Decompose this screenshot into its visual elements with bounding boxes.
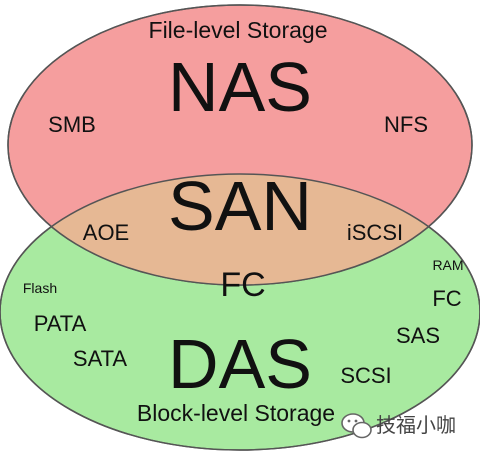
nas-title: NAS <box>168 48 312 126</box>
das-protocol-sas: SAS <box>396 323 440 348</box>
wechat-icon <box>341 413 372 439</box>
san-protocol-fc: FC <box>220 266 265 304</box>
nas-caption: File-level Storage <box>149 17 328 43</box>
san-overlap-region <box>8 174 472 285</box>
nas-protocol-smb: SMB <box>48 112 96 137</box>
das-protocol-ram: RAM <box>432 257 463 273</box>
watermark: 技福小咖 <box>341 413 456 439</box>
san-title: SAN <box>168 167 312 245</box>
das-title: DAS <box>168 325 312 403</box>
das-protocol-sata: SATA <box>73 346 128 371</box>
das-protocol-flash: Flash <box>23 280 57 296</box>
das-ellipse-outline <box>0 173 480 451</box>
san-protocol-iscsi: iSCSI <box>347 220 403 245</box>
das-caption: Block-level Storage <box>137 400 335 426</box>
das-protocol-fc: FC <box>432 286 461 311</box>
watermark-text: 技福小咖 <box>376 414 456 437</box>
nas-protocol-nfs: NFS <box>384 112 428 137</box>
das-protocol-pata: PATA <box>34 311 87 336</box>
nas-ellipse-outline <box>7 4 473 286</box>
das-protocol-scsi: SCSI <box>340 363 391 388</box>
san-protocol-aoe: AOE <box>83 220 129 245</box>
